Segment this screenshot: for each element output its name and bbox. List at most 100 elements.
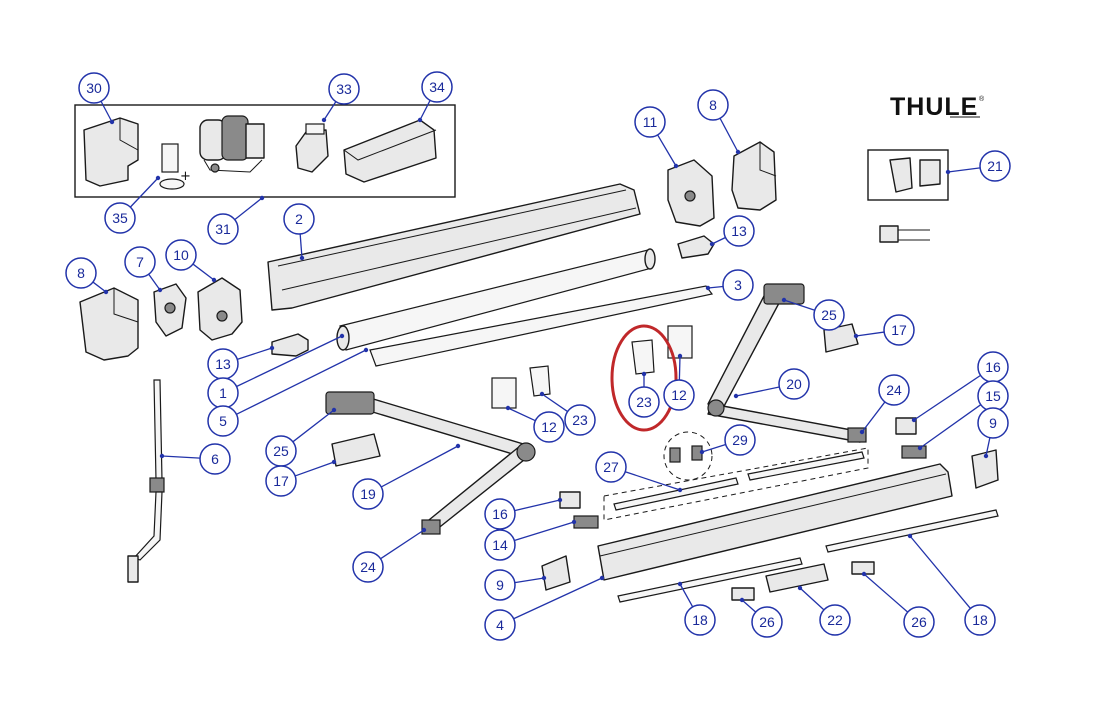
callout-circle [352,551,384,583]
callout-c24a[interactable]: 24 [878,374,910,406]
callout-number: 25 [821,307,837,323]
leader-arrow-c18b [907,533,913,539]
part-23-clip-highlighted [631,339,655,375]
leader-line-c16b [514,499,561,512]
callout-number: 29 [732,432,748,448]
callout-c13b[interactable]: 13 [207,348,239,380]
callout-c12b[interactable]: 12 [533,411,565,443]
leader-line-c18a [679,583,694,608]
callout-c13a[interactable]: 13 [723,215,755,247]
part-5-roller-tube [336,248,656,351]
callout-circle [595,451,627,483]
callout-number: 34 [429,79,445,95]
leader-line-c33 [323,101,337,121]
callout-circle [352,478,384,510]
part-15-right-slider [901,445,927,459]
callout-c22[interactable]: 22 [819,604,851,636]
leader-arrow-c13b [269,345,275,351]
callout-c27[interactable]: 27 [595,451,627,483]
leader-arrow-c23a [641,371,647,377]
leader-line-c15 [919,404,982,449]
callout-circle [903,606,935,638]
callout-c35[interactable]: 35 [104,202,136,234]
callout-c31[interactable]: 31 [207,213,239,245]
callout-number: 23 [636,394,652,410]
part-34-control-box [343,119,437,183]
callout-c20[interactable]: 20 [778,368,810,400]
callout-c8b[interactable]: 8 [65,257,97,289]
part-33-plug [295,123,329,173]
callout-c3[interactable]: 3 [722,269,754,301]
callout-circle [883,314,915,346]
leader-arrow-c15 [917,445,923,451]
callout-number: 13 [215,356,231,372]
callout-number: 12 [671,387,687,403]
leader-line-c12b [507,407,536,422]
callout-c8a[interactable]: 8 [697,89,729,121]
leader-arrow-c21 [945,169,951,175]
callout-c10[interactable]: 10 [165,239,197,271]
part-8-right-end-cap [731,141,777,211]
leader-arrow-c5 [363,347,369,353]
callout-number: 13 [731,223,747,239]
callout-c25b[interactable]: 25 [265,435,297,467]
leader-arrow-c17a [853,333,859,339]
callout-circle [328,73,360,105]
callout-c6[interactable]: 6 [199,443,231,475]
callout-c33[interactable]: 33 [328,73,360,105]
callout-c9a[interactable]: 9 [977,407,1009,439]
callout-c9b[interactable]: 9 [484,569,516,601]
callout-c19[interactable]: 19 [352,478,384,510]
leader-line-c31 [234,197,263,221]
motor-kit-box [74,104,456,198]
callout-c5[interactable]: 5 [207,405,239,437]
callout-c16a[interactable]: 16 [977,351,1009,383]
leader-line-c13b [237,347,273,360]
callout-c30[interactable]: 30 [78,72,110,104]
callout-c18a[interactable]: 18 [684,604,716,636]
callout-c12a[interactable]: 12 [663,379,695,411]
callout-c21[interactable]: 21 [979,150,1011,182]
callout-c17a[interactable]: 17 [883,314,915,346]
brand-registered-mark: ® [979,95,985,103]
callout-c23a[interactable]: 23 [628,386,660,418]
callout-number: 18 [692,612,708,628]
leader-arrow-c4 [599,575,605,581]
leader-line-c1 [236,335,343,388]
callout-c34[interactable]: 34 [421,71,453,103]
callout-c29[interactable]: 29 [724,424,756,456]
leader-arrow-c20 [733,393,739,399]
callout-c24b[interactable]: 24 [352,551,384,583]
callout-c11[interactable]: 11 [634,106,666,138]
leader-arrow-c25b [331,407,337,413]
leader-line-c27 [625,471,681,491]
callout-c25a[interactable]: 25 [813,299,845,331]
callout-circle [751,606,783,638]
callout-c2[interactable]: 2 [283,203,315,235]
callout-number: 17 [891,322,907,338]
leader-line-c24a [861,401,886,433]
callout-c23b[interactable]: 23 [564,404,596,436]
callout-c16b[interactable]: 16 [484,498,516,530]
leader-arrow-c25a [781,297,787,303]
callout-c4[interactable]: 4 [484,609,516,641]
callout-c14[interactable]: 14 [484,529,516,561]
leader-arrow-c14 [571,519,577,525]
callout-number: 21 [987,158,1003,174]
leader-arrow-c19 [455,443,461,449]
callout-c26b[interactable]: 26 [903,606,935,638]
callout-c15[interactable]: 15 [977,380,1009,412]
callout-c26a[interactable]: 26 [751,606,783,638]
leader-line-c19 [380,445,459,488]
callout-circle [484,498,516,530]
callout-c17b[interactable]: 17 [265,465,297,497]
callout-c18b[interactable]: 18 [964,604,996,636]
leader-line-c35 [129,177,159,208]
callout-c1[interactable]: 1 [207,377,239,409]
callout-c7[interactable]: 7 [124,246,156,278]
leader-arrow-c9b [541,575,547,581]
leader-line-c11 [657,134,677,167]
callout-circle [663,379,695,411]
